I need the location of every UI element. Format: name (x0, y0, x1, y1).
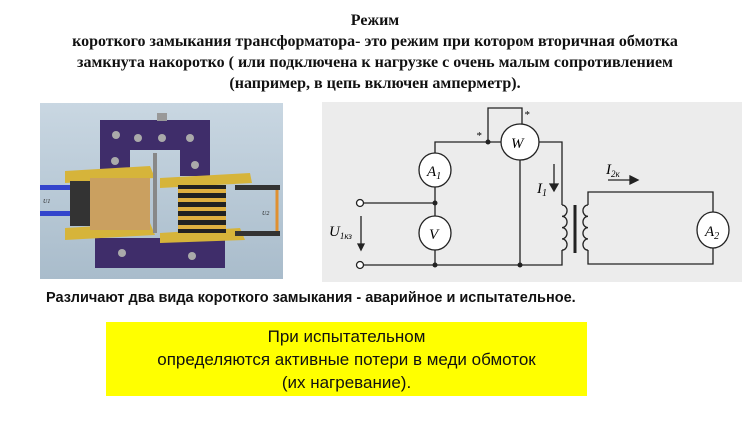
highlight-line-1: При испытательном (267, 327, 426, 346)
voltmeter (418, 215, 452, 251)
photo-label-u1: U1 (43, 199, 50, 205)
photo-label-u2: U2 (262, 211, 269, 217)
input-terminal-top (355, 198, 365, 208)
primary-coil (561, 204, 568, 251)
highlight-box: При испытательном определяются активные … (106, 322, 587, 396)
input-terminal-bottom (355, 260, 365, 270)
wire-input (363, 202, 563, 266)
wire-secondary (587, 191, 714, 265)
a1-label: A1 (426, 164, 441, 182)
transformer-photo: U1 U2 (40, 103, 283, 279)
title-line-3: замкнута накоротко ( или подключена к на… (77, 54, 673, 71)
title-line-1: Режим (350, 12, 400, 29)
ammeter-a1 (418, 152, 452, 188)
v-label: V (429, 227, 440, 243)
u-label: U1кз (329, 224, 352, 241)
wire-w-loop (487, 107, 523, 142)
secondary-coil (582, 204, 589, 251)
highlight-line-3: (их нагревание). (281, 373, 412, 392)
slide-title: Режим короткого замыкания трансформатора… (0, 10, 750, 94)
wire-w-out (538, 141, 563, 205)
highlight-line-2: определяются активные потери в меди обмо… (157, 350, 536, 369)
i1-label: I1 (536, 181, 547, 199)
circuit-diagram: A1 V W A2 I1 I2к U1кз * * (322, 102, 742, 282)
title-line-2: короткого замыкания трансформатора- это … (72, 33, 678, 50)
a2-label: A2 (704, 224, 719, 242)
short-circuit-types-note: Различают два вида короткого замыкания -… (46, 290, 576, 306)
i2-label: I2к (605, 162, 621, 179)
ammeter-a2 (696, 211, 730, 249)
wattmeter (500, 123, 540, 161)
wire-top (434, 141, 502, 154)
star-mark-1: * (476, 130, 482, 142)
w-label: W (511, 136, 525, 152)
title-line-4: (например, в цепь включен амперметр). (229, 75, 521, 92)
star-mark-2: * (524, 109, 530, 121)
